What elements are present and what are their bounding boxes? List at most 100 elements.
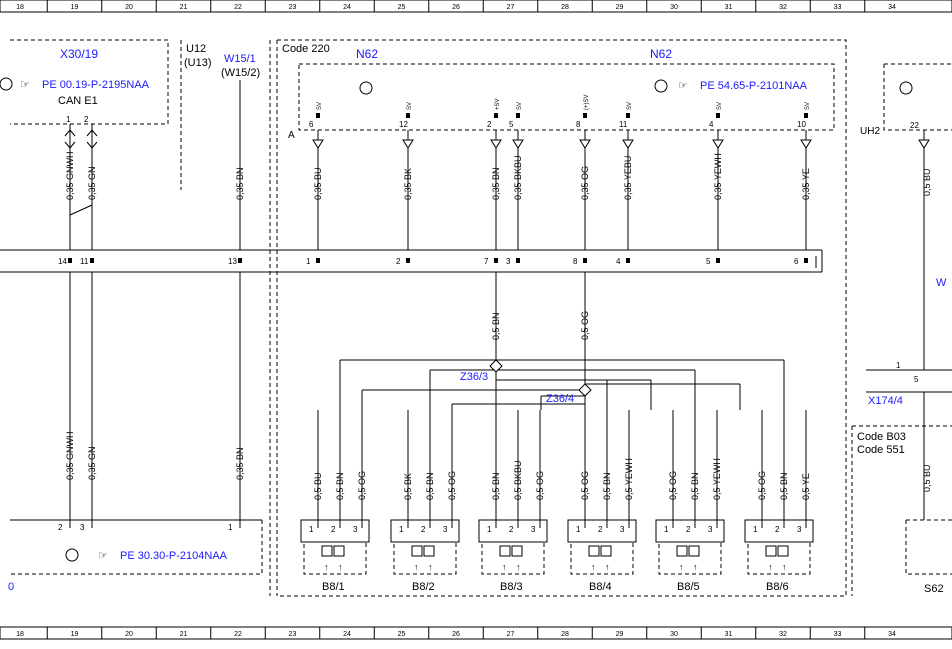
n62-pin-signal: SV (717, 102, 723, 110)
upper-wire-label: 0,35 YEBU (623, 156, 633, 200)
pin-terminal (583, 258, 587, 263)
sensor-pin-number: 3 (708, 525, 713, 534)
n62-pin-signal: (+)SV (584, 94, 590, 110)
connector-arrow-icon (490, 139, 502, 149)
pin-terminal (583, 113, 587, 118)
sensor-element-icon (688, 545, 700, 557)
x30-19-ref-link[interactable]: PE 00.19-P-2195NAA (42, 79, 150, 91)
ground-symbol-icon (359, 81, 373, 95)
connector-arrow-icon (512, 139, 524, 149)
strip-pin-number: 7 (484, 257, 489, 266)
grid-column-label: 26 (452, 631, 460, 638)
sensor-element-icon (499, 545, 511, 557)
grid-column-label: 28 (561, 4, 569, 11)
sensor-wire-label: 0,5 BN (335, 472, 345, 500)
mid-wire-label: 0,5 OG (580, 311, 590, 340)
sensor-body (747, 541, 811, 575)
grid-column-label: 19 (71, 631, 79, 638)
sensor-body (570, 541, 634, 575)
n62-left-label: N62 (356, 47, 378, 61)
n62-pin-number: 6 (309, 120, 314, 129)
grid-column-label: 22 (234, 631, 242, 638)
sensor-element-icon (777, 545, 789, 557)
strip-pin-number: 2 (396, 257, 401, 266)
w15-2-label: (W15/2) (221, 67, 260, 79)
sensor-pin-number: 1 (576, 525, 581, 534)
sensor-name: B8/3 (500, 581, 523, 593)
bottom-ref-link[interactable]: PE 30.30-P-2104NAA (120, 550, 228, 562)
grid-bar-frame (0, 626, 952, 640)
sensor-pin-number: 2 (331, 525, 336, 534)
ground-symbol-icon (0, 77, 13, 91)
sensor-arrow-icon: ↑ (502, 562, 507, 572)
pin-terminal (494, 113, 498, 118)
grid-bar-frame (0, 0, 952, 13)
ground-symbol-icon (654, 79, 668, 93)
upper-wire-label: 0,35 BN (235, 167, 245, 200)
grid-column-label: 25 (398, 4, 406, 11)
grid-column-label: 32 (779, 631, 787, 638)
code-551-label: Code 551 (857, 444, 905, 456)
grid-column-label: 18 (16, 631, 24, 638)
upper-wire-label: 0,35 YE (801, 168, 811, 200)
sensor-wire-label: 0,5 OG (447, 471, 457, 500)
grid-column-label: 34 (888, 631, 896, 638)
lower-wire-label: 0,35 BN (235, 447, 245, 480)
grid-column-label: 19 (71, 4, 79, 11)
n62-pin-number: 4 (709, 120, 714, 129)
sensor-pin-number: 2 (509, 525, 514, 534)
strip-pin-number: 14 (58, 257, 67, 266)
grid-column-label: 20 (125, 4, 133, 11)
pin-label-2: 2 (84, 115, 89, 124)
upper-wire-label: 0,35 GNWH (65, 151, 75, 200)
bottom-left-module: ☞ PE 30.30-P-2104NAA 0 (8, 548, 228, 593)
grid-column-label: 31 (725, 4, 733, 11)
sensor-arrow-icon: ↑ (693, 562, 698, 572)
u13-label: (U13) (184, 57, 212, 69)
right-wire-label-upper: 0,5 BU (922, 168, 932, 196)
strip-pin-number: 4 (616, 257, 621, 266)
sensor-name: B8/5 (677, 581, 700, 593)
n62-ref-link[interactable]: PE 54.65-P-2101NAA (700, 80, 808, 92)
upper-wire-label: 0,35 BN (491, 167, 501, 200)
pin-terminal (90, 258, 94, 263)
connector-arrow-icon (918, 139, 930, 149)
sensor-wire-label: 0,5 BN (425, 472, 435, 500)
connector-arrow-icon (402, 139, 414, 149)
grid-column-label: 27 (507, 631, 515, 638)
n62-pin-signal: SV (317, 102, 323, 110)
pin-terminal (804, 258, 808, 263)
strip-pin-number: 3 (506, 257, 511, 266)
code-b03-label: Code B03 (857, 431, 906, 443)
pin-terminal (494, 258, 498, 263)
n62-pin-signal: +SV (495, 98, 501, 110)
sensor-wire-label: 0,5 OG (580, 471, 590, 500)
n62-pin-number: 11 (619, 120, 628, 129)
splice-z36-4: Z36/4 (546, 383, 592, 405)
grid-column-label: 32 (779, 4, 787, 11)
x30-19-module: X30/19 ☞ PE 00.19-P-2195NAA CAN E1 1 2 (0, 47, 150, 124)
pin-terminal (316, 258, 320, 263)
sensor-element-icon (765, 545, 777, 557)
bottom-left-zero: 0 (8, 581, 14, 593)
grid-column-label: 25 (398, 631, 406, 638)
sensor-arrow-icon: ↑ (679, 562, 684, 572)
pin-terminal (68, 258, 72, 263)
z36-4-label: Z36/4 (546, 393, 574, 405)
sensor-pin-number: 3 (620, 525, 625, 534)
right-w-label: W (936, 277, 947, 289)
right-pin-5: 5 (914, 375, 919, 384)
pin-terminal (716, 258, 720, 263)
grid-column-label: 23 (289, 4, 297, 11)
grid-column-label: 21 (180, 4, 188, 11)
right-wire-label-lower: 0,5 BU (922, 464, 932, 492)
bottom-pin-number: 2 (58, 523, 63, 532)
strip-pin-number: 8 (573, 257, 578, 266)
bottom-pin-number: 3 (80, 523, 85, 532)
right-module: UH2 22 1 5 X174/4 Code B03 Code 551 S62 … (857, 81, 947, 595)
grid-column-label: 31 (725, 631, 733, 638)
sensor-arrow-icon: ↑ (338, 562, 343, 572)
